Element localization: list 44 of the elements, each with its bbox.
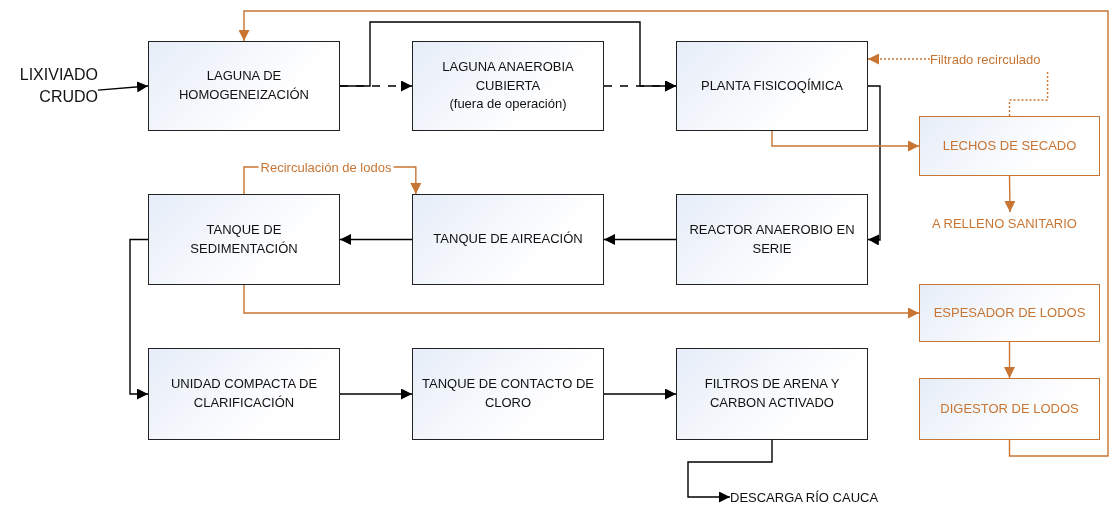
box-label: REACTOR ANAEROBIO EN SERIE (688, 220, 856, 258)
box-label: TANQUE DE AIREACIÓN (433, 230, 583, 249)
process-box (412, 348, 604, 440)
process-box (919, 284, 1100, 342)
box-label: LECHOS DE SECADO (942, 136, 1077, 155)
arrow (603, 388, 677, 400)
box-label: ESPESADOR DE LODOS (933, 303, 1086, 322)
box-label: TANQUE DE SEDIMENTACIÓN (189, 220, 299, 258)
arrow (1004, 175, 1016, 213)
process-box (148, 194, 340, 285)
arrow (603, 234, 677, 245)
box-label: FILTROS DE ARENA Y CARBON ACTIVADO (703, 375, 841, 412)
process-box (676, 194, 868, 285)
box-label: LAGUNA ANAEROBIA CUBIERTA (441, 57, 575, 95)
flow-label: DESCARGA RÍO CAUCA (730, 486, 922, 508)
box-label: (fuera de operación) (449, 95, 567, 114)
arrow (771, 130, 920, 152)
process-box (919, 116, 1100, 176)
process-box (148, 348, 340, 440)
process-box (676, 348, 868, 440)
flow-label: Filtrado recirculado (930, 48, 1070, 70)
process-box (148, 41, 340, 131)
box-label: UNIDAD COMPACTA DE CLARIFICACIÓN (169, 375, 319, 412)
arrow (97, 81, 149, 93)
flow-label: LIXIVIADO CRUDO (6, 60, 98, 112)
arrow (339, 234, 413, 245)
arrow (243, 284, 920, 319)
dashed-arrow (867, 53, 931, 65)
dashed-arrow (603, 80, 677, 92)
process-box (919, 378, 1100, 440)
box-label: LAGUNA DE HOMOGENEIZACIÓN (178, 67, 310, 104)
arrow (687, 439, 773, 503)
arrow (238, 10, 1109, 457)
arrow (339, 388, 413, 400)
flow-label: A RELLENO SANITARIO (932, 212, 1088, 234)
box-label: PLANTA FISICOQÍMICA (700, 76, 844, 95)
process-box (412, 41, 604, 131)
arrow (129, 238, 149, 400)
arrow (867, 85, 881, 246)
box-label: TANQUE DE CONTACTO DE CLORO (421, 375, 595, 412)
arrow (1004, 341, 1015, 379)
process-box (676, 41, 868, 131)
process-box (412, 194, 604, 285)
box-label: DIGESTOR DE LODOS (940, 399, 1079, 418)
